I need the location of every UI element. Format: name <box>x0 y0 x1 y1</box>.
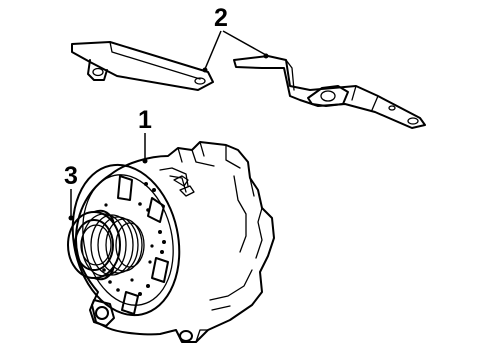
pulley <box>67 209 145 281</box>
right-mounting-bracket <box>233 55 426 129</box>
callout-label-3: 3 <box>64 162 78 190</box>
callout-2: 2 <box>202 4 269 73</box>
callout-label-1: 1 <box>138 106 152 134</box>
callout-label-2: 2 <box>214 4 228 32</box>
left-mounting-bracket <box>71 41 214 91</box>
callout-3: 3 <box>64 162 78 221</box>
callout-1: 1 <box>138 106 152 164</box>
